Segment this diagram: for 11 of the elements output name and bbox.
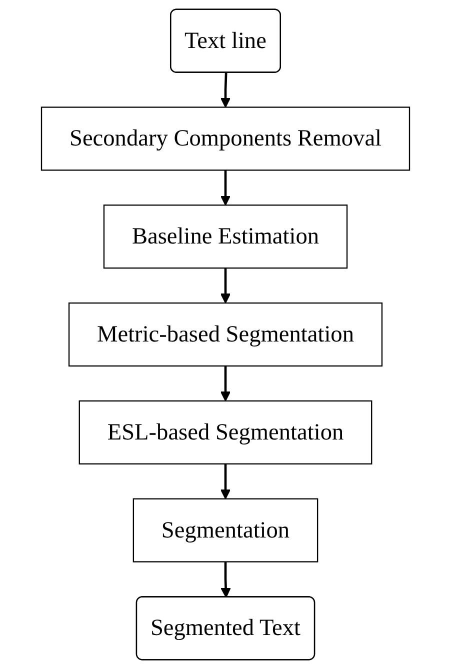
arrow bbox=[220, 170, 231, 206]
node-box: Secondary Components Removal bbox=[40, 106, 410, 171]
node-box: Segmentation bbox=[132, 498, 318, 562]
arrow bbox=[220, 72, 231, 108]
node-box: Baseline Estimation bbox=[103, 204, 348, 269]
arrow bbox=[220, 366, 231, 402]
arrow bbox=[220, 562, 231, 598]
node-box: Metric-based Segmentation bbox=[68, 302, 383, 367]
node-box: ESL-based Segmentation bbox=[78, 400, 372, 464]
arrow bbox=[220, 464, 231, 500]
arrow bbox=[220, 268, 231, 304]
